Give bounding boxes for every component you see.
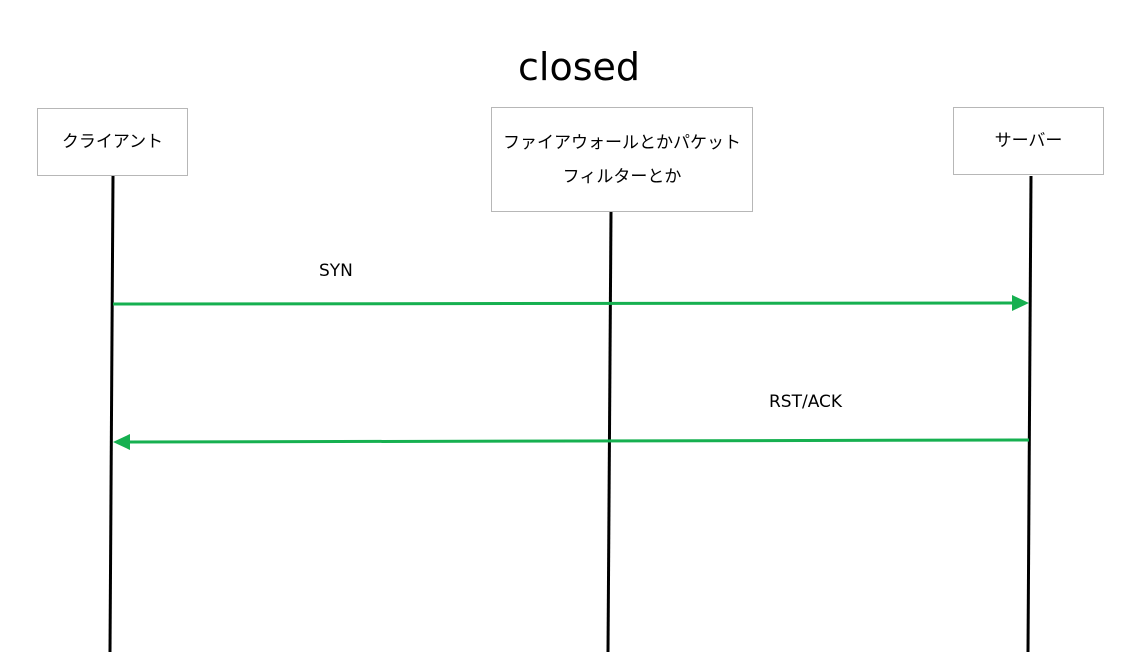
actor-client-box: クライアント xyxy=(37,108,188,176)
actor-client-label: クライアント xyxy=(61,132,164,152)
message-arrow-rst-ack xyxy=(127,438,1030,444)
actor-firewall-box: ファイアウォールとかパケットフィルターとか xyxy=(491,107,753,212)
actor-server-box: サーバー xyxy=(953,107,1104,175)
message-arrow-syn xyxy=(112,301,1015,306)
lifeline-firewall xyxy=(606,211,613,652)
message-label-syn: SYN xyxy=(319,261,353,281)
lifeline-client xyxy=(108,175,115,652)
arrowhead-syn xyxy=(1012,295,1029,311)
message-label-rst-ack: RST/ACK xyxy=(769,392,843,412)
arrowhead-rst-ack xyxy=(113,434,130,450)
actor-firewall-label: ファイアウォールとかパケットフィルターとか xyxy=(503,132,741,187)
actor-server-label: サーバー xyxy=(994,131,1063,151)
lifeline-server xyxy=(1026,175,1033,652)
diagram-title: closed xyxy=(518,45,640,89)
